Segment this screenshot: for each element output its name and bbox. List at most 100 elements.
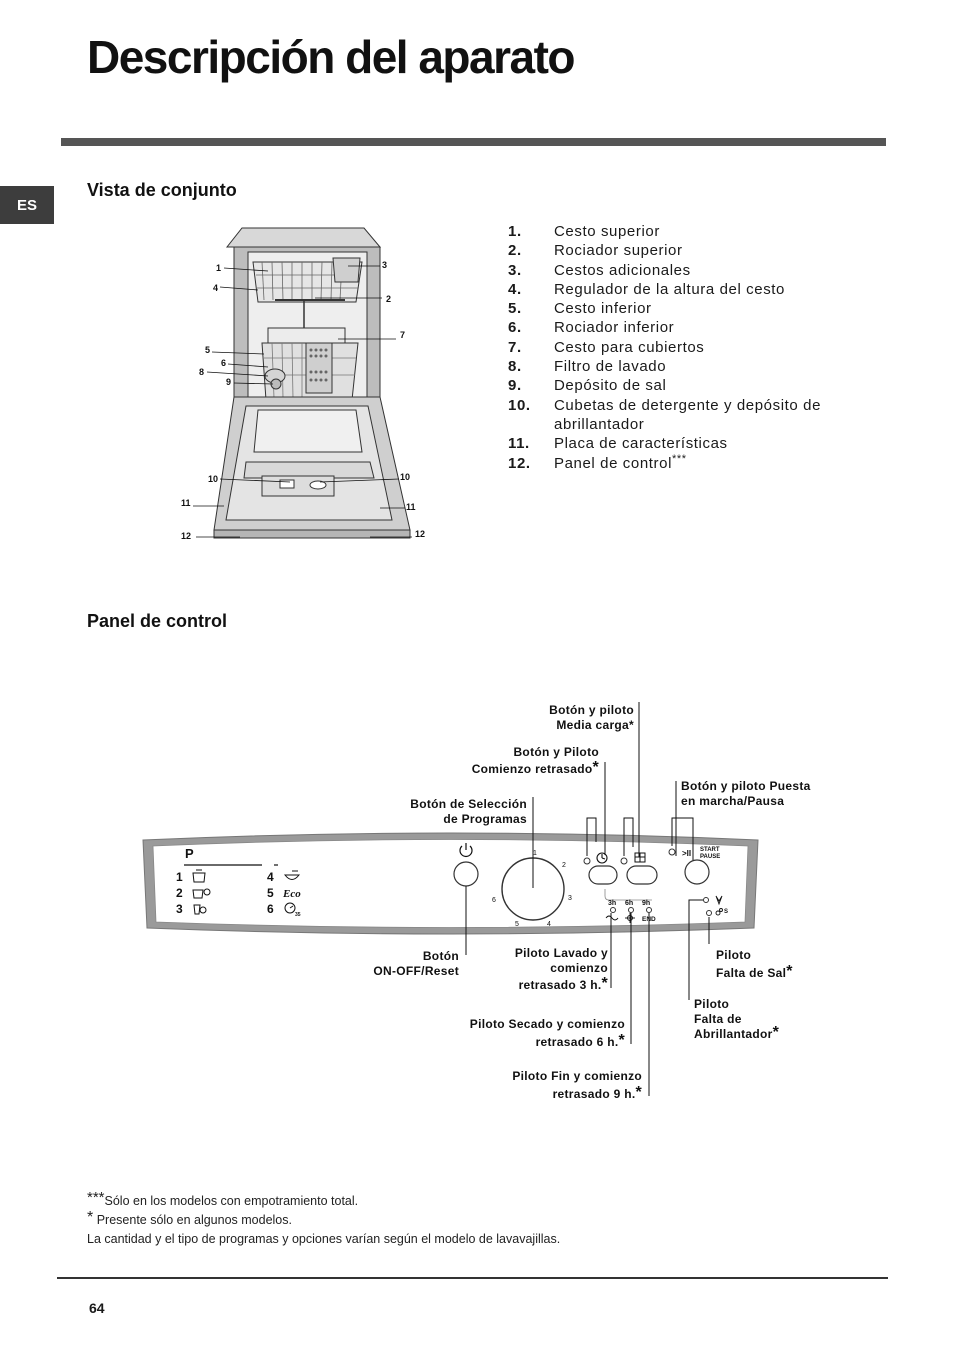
bowl-icon	[283, 870, 301, 880]
delay-led	[583, 857, 591, 865]
title-rule	[61, 138, 886, 146]
list-item: 6.Rociador inferior	[508, 319, 675, 337]
parts-list: 1.Cesto superior 2.Rociador superior 3.C…	[508, 222, 848, 473]
program-icons	[192, 869, 301, 915]
diagram-num-12-right: 12	[415, 529, 425, 539]
half-load-led	[620, 857, 628, 865]
end-label: END	[642, 916, 656, 923]
delay-6h-label: 6h	[625, 900, 633, 907]
page-number: 64	[89, 1300, 105, 1316]
prog-num-2: 2	[176, 886, 183, 900]
salt-icon	[715, 908, 723, 916]
footnote-1: ***Sólo en los modelos con empotramiento…	[87, 1189, 359, 1208]
play-pause-icon: >II	[682, 849, 691, 858]
diagram-num-3: 3	[382, 260, 387, 270]
list-item: 9.Depósito de sal	[508, 377, 667, 395]
list-item: 12.Panel de control***	[508, 452, 687, 472]
footer-rule	[57, 1277, 888, 1279]
list-item: 3.Cestos adicionales	[508, 261, 691, 279]
diagram-num-6: 6	[221, 358, 226, 368]
diagram-num-9: 9	[226, 377, 231, 387]
delay-3h-label: 3h	[608, 900, 616, 907]
prog-num-6: 6	[267, 902, 274, 916]
end-led	[646, 907, 652, 913]
glass-icon	[193, 904, 207, 915]
prog-num-3: 3	[176, 902, 183, 916]
footnotes: ***Sólo en los modelos con empotramiento…	[87, 1189, 561, 1249]
dial-num-6: 6	[492, 897, 496, 904]
control-heading: Panel de control	[87, 611, 228, 631]
dial-num-2: 2	[562, 862, 566, 869]
footnote-2: * Presente sólo en algunos modelos.	[87, 1209, 292, 1228]
prog-num-1: 1	[176, 870, 183, 884]
program-dial[interactable]	[501, 857, 565, 921]
dry-sun-icon	[625, 913, 635, 923]
list-item: 8.Filtro de lavado	[508, 358, 667, 376]
list-item: 7.Cesto para cubiertos	[508, 338, 705, 356]
pot-icon	[192, 869, 206, 883]
diagram-num-4: 4	[213, 283, 218, 293]
list-item: 10.Cubetas de detergente y depósito de a…	[508, 396, 822, 433]
diagram-num-10-left: 10	[208, 474, 218, 484]
rinse-aid-led	[703, 897, 709, 903]
pause-key-label: PAUSE	[700, 854, 720, 860]
diagram-num-11-right: 11	[406, 502, 416, 512]
dial-num-1: 1	[533, 850, 537, 857]
overview-heading: Vista de conjunto	[87, 180, 237, 200]
salt-s-label: S	[724, 909, 728, 915]
delay-9h-label: 9h	[642, 900, 650, 907]
diagram-num-7: 7	[400, 330, 405, 340]
half-load-button[interactable]	[626, 865, 658, 885]
wash-led	[610, 907, 616, 913]
list-item: 2.Rociador superior	[508, 242, 683, 260]
prog-num-5: 5	[267, 886, 274, 900]
list-item: 4.Regulador de la altura del cesto	[508, 280, 786, 298]
prog-num-4: 4	[267, 870, 274, 884]
timer-icon	[284, 902, 296, 914]
half-load-icon	[634, 852, 646, 863]
diagram-num-5: 5	[205, 345, 210, 355]
diagram-num-2: 2	[386, 294, 391, 304]
footnote-3: La cantidad y el tipo de programas y opc…	[87, 1232, 561, 1246]
wash-icon	[605, 915, 619, 921]
language-tab: ES	[0, 186, 54, 224]
list-item: 1.Cesto superior	[508, 223, 660, 240]
timer-35-label: 35	[295, 912, 301, 918]
diagram-num-12-left: 12	[181, 531, 191, 541]
delay-button[interactable]	[588, 865, 618, 885]
power-icon	[459, 843, 473, 857]
list-item: 11.Placa de características	[508, 435, 728, 453]
diagram-num-11-left: 11	[181, 498, 191, 508]
onoff-button[interactable]	[453, 861, 479, 887]
start-key-label: START	[700, 847, 720, 853]
delay-clock-icon	[596, 852, 608, 864]
list-item: 5.Cesto inferior	[508, 300, 652, 318]
panel-p-label: P	[185, 846, 194, 861]
pot-with-cup-icon	[192, 888, 211, 899]
start-pause-button[interactable]	[684, 859, 710, 885]
start-led	[668, 848, 676, 856]
dial-num-3: 3	[568, 895, 572, 902]
diagram-num-10-right: 10	[400, 472, 410, 482]
dial-num-5: 5	[515, 921, 519, 928]
salt-led	[706, 910, 712, 916]
page-title: Descripción del aparato	[87, 31, 576, 83]
dry-led	[628, 907, 634, 913]
diagram-num-1: 1	[216, 263, 221, 273]
eco-label: Eco	[282, 888, 301, 900]
rinse-aid-icon	[715, 895, 723, 906]
dial-num-4: 4	[547, 921, 551, 928]
diagram-num-8: 8	[199, 367, 204, 377]
